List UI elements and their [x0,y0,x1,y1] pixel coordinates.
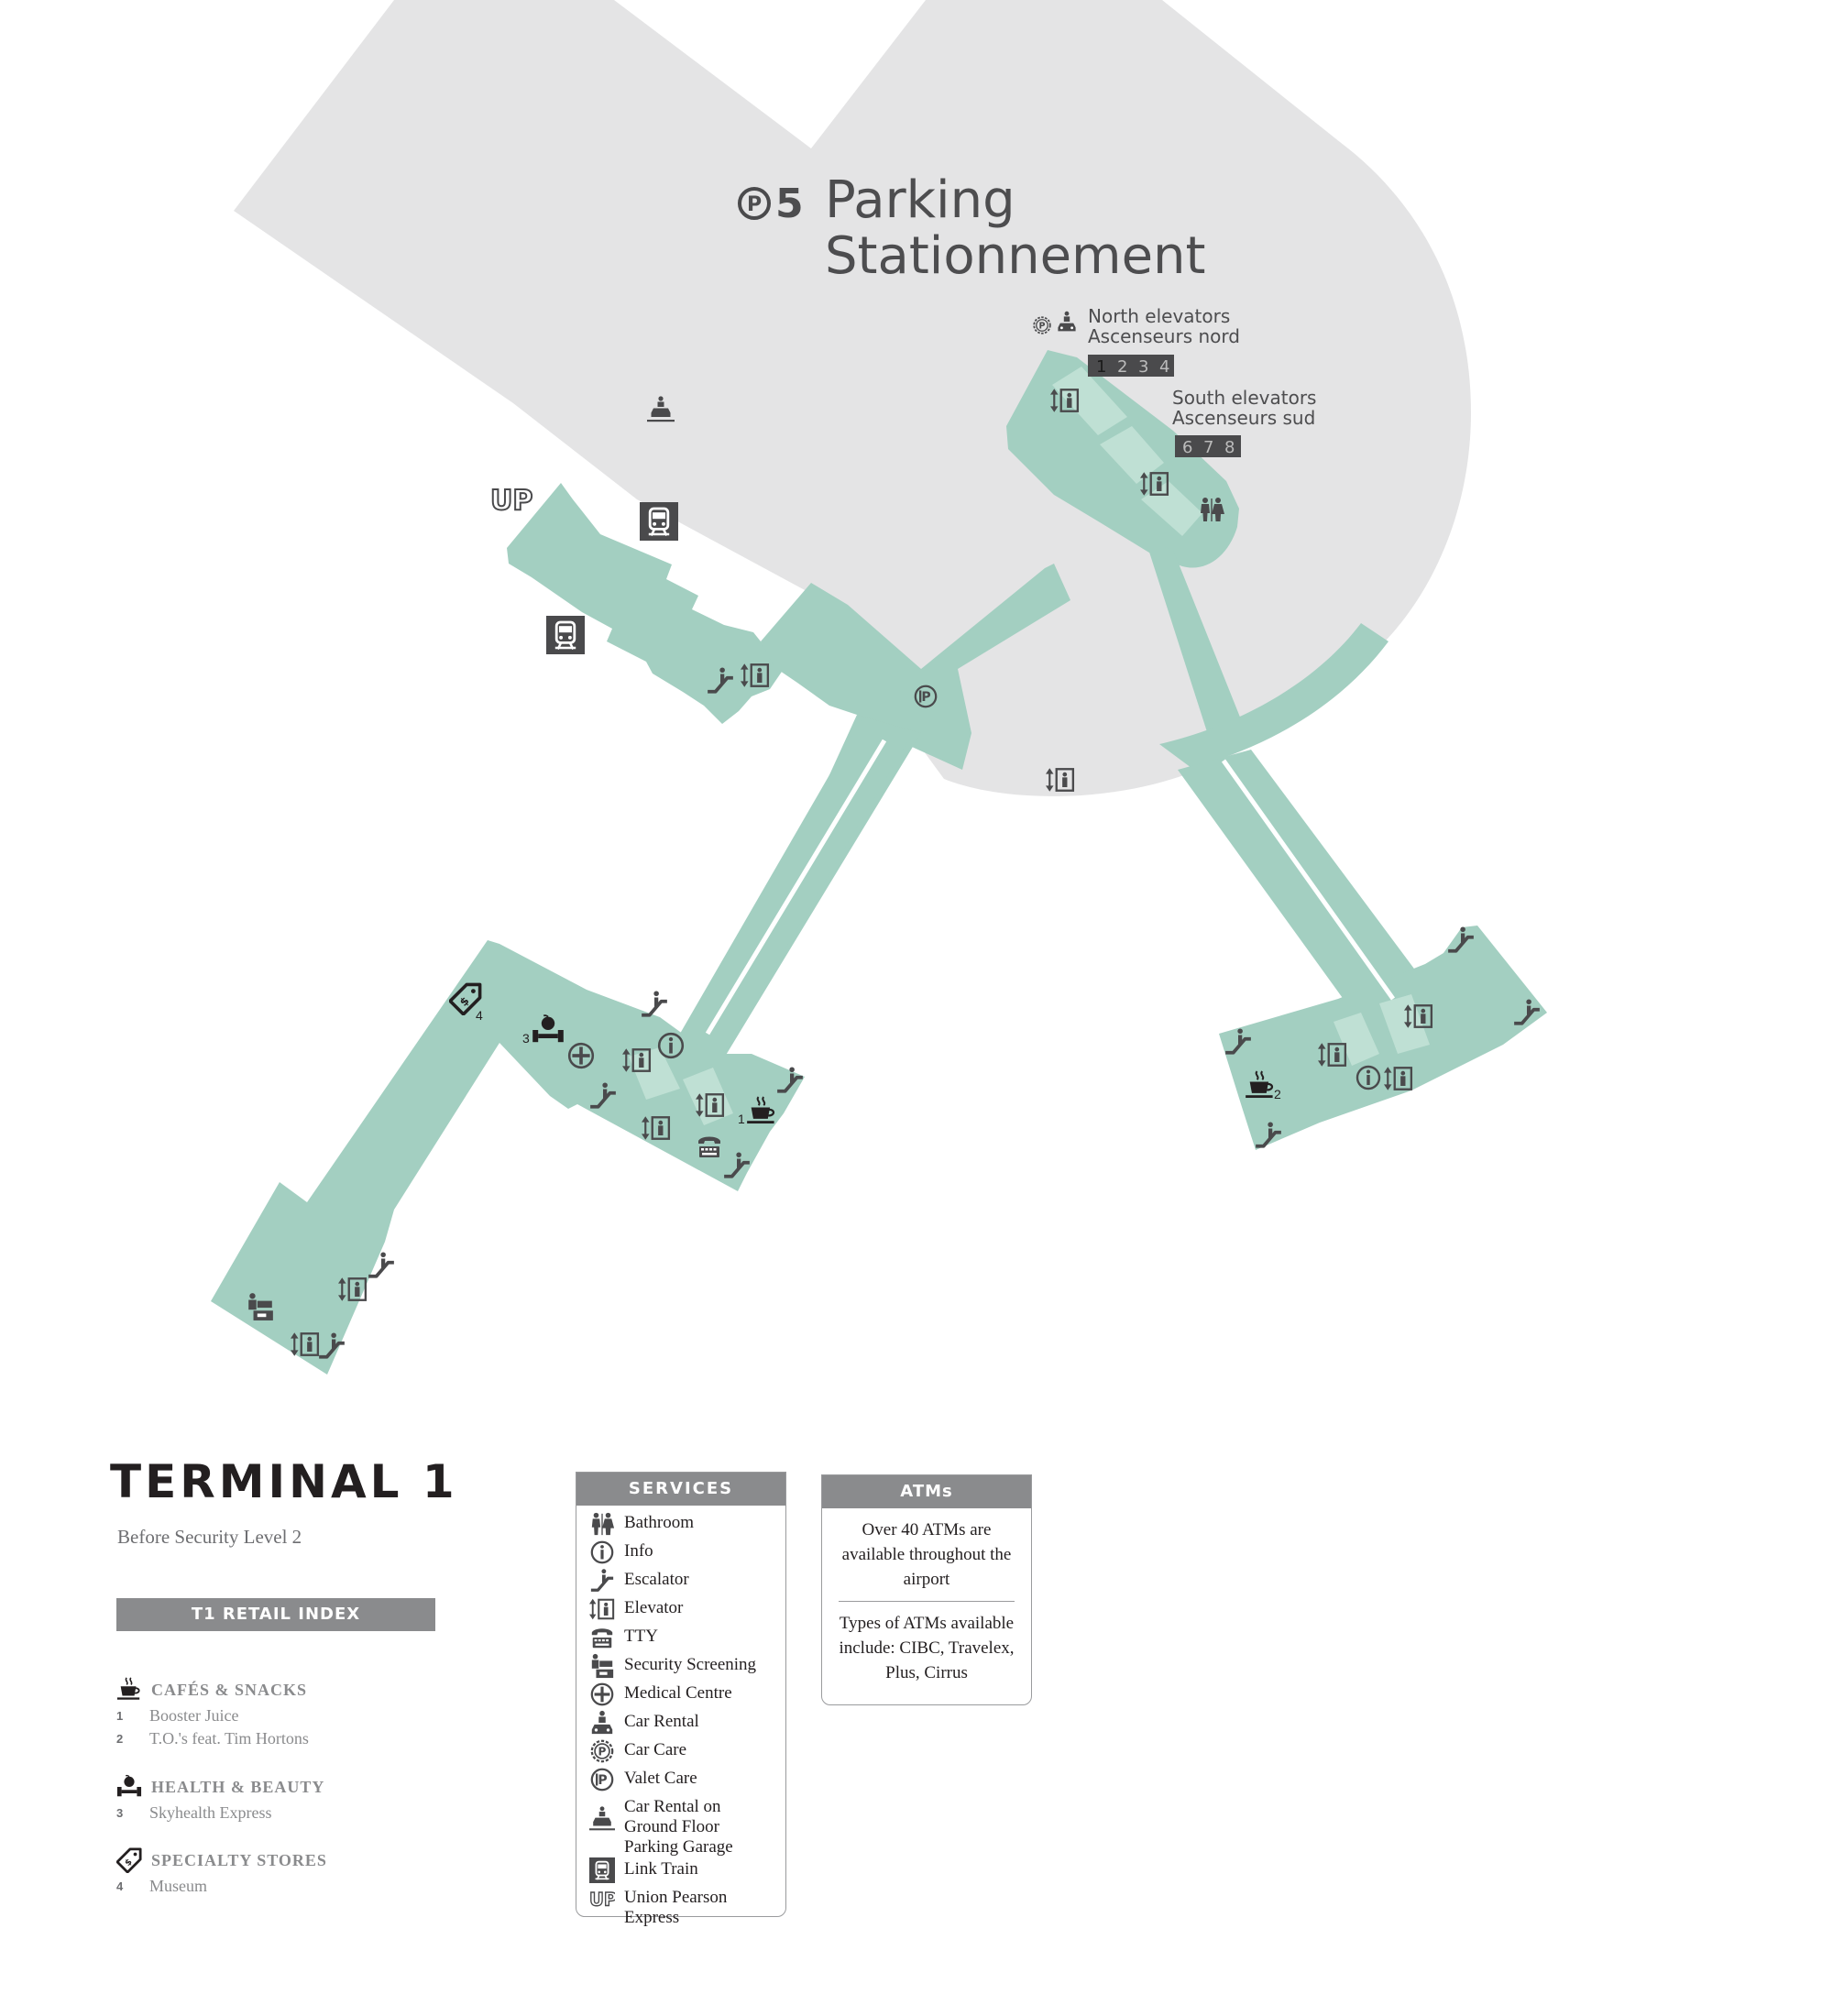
category-title: CAFÉS & SNACKS [151,1680,308,1699]
price-tag-icon [116,1847,142,1873]
parking-title-en: Parking [825,170,1015,230]
union-pearson-express-marker: UP [490,485,532,517]
medical-centre-icon [589,1682,615,1707]
services-legend: SERVICES Bathroom Info Escalator Elevato… [576,1472,786,1927]
category-title: SPECIALTY STORES [151,1850,327,1869]
legend-item: Escalator [589,1568,785,1596]
tty-icon [589,1625,615,1650]
svg-text:3: 3 [1138,357,1148,377]
south-elevator-numbers: 6 7 8 [1175,435,1241,457]
parking-garage-area [234,0,1471,796]
terminal-map: P P $ [211,0,1547,1375]
elevator-icon [589,1596,615,1622]
legend-item: Link Train [589,1857,785,1886]
svg-text:South elevators: South elevators [1172,387,1316,409]
north-elevators-label: North elevators Ascenseurs nord 1 2 3 4 [1033,305,1240,377]
atms-divider [839,1601,1015,1602]
parking-label: P 5 Parking Stationnement [738,170,1206,286]
legend-item: Valet Care [589,1767,785,1795]
svg-text:4: 4 [476,1008,483,1023]
link-train-icon [546,616,585,654]
svg-text:6: 6 [1182,438,1192,457]
svg-text:North elevators: North elevators [1088,305,1230,327]
atms-box: ATMs Over 40 ATMs are available througho… [821,1474,1032,1705]
link-train-icon [640,502,678,541]
svg-text:Ascenseurs nord: Ascenseurs nord [1088,325,1240,347]
bathroom-icon [589,1511,615,1537]
svg-text:4: 4 [1159,357,1169,377]
svg-text:1: 1 [738,1112,745,1126]
legend-item: Elevator [589,1596,785,1625]
retail-index-header: T1 RETAIL INDEX [116,1598,435,1631]
south-elevators-label: South elevators Ascenseurs sud 6 7 8 [1172,387,1316,457]
map-icons: 4 3 1 2 [248,388,1542,1359]
legend-item: Car Rental on Ground Floor Parking Garag… [589,1795,785,1857]
parking-p-icon [738,187,771,220]
page-title: TERMINAL 1 [110,1455,458,1508]
link-train-icon [589,1857,615,1883]
page-subtitle: Before Security Level 2 [117,1526,302,1548]
info-icon [589,1539,615,1565]
svg-text:2: 2 [1274,1087,1281,1101]
corridor-centerlines [705,739,1396,1035]
svg-text:3: 3 [522,1031,530,1046]
svg-text:P: P [747,193,762,216]
escalator-icon [640,990,669,1017]
category-title: HEALTH & BEAUTY [151,1777,325,1796]
atms-types-text: Types of ATMs available include: CIBC, T… [839,1614,1015,1682]
north-elevator-numbers: 1 2 3 4 [1088,355,1174,377]
car-rental-icon [589,1710,615,1736]
svg-text:1: 1 [1096,357,1106,377]
svg-text:8: 8 [1224,438,1235,457]
legend-item: Car Care [589,1738,785,1767]
escalator-icon [589,1568,615,1594]
parking-number: 5 [775,181,804,227]
atms-availability-text: Over 40 ATMs are available throughout th… [841,1520,1012,1589]
valet-care-icon [589,1767,615,1792]
legend-item: Car Rental [589,1710,785,1738]
security-screening-icon [589,1653,615,1679]
medical-centre-icon [567,1042,595,1069]
union-pearson-express-icon [589,1886,615,1912]
dumbbell-apple-icon [116,1774,142,1800]
atms-header: ATMs [822,1475,1031,1508]
legend-item: Bathroom [589,1511,785,1539]
svg-text:Ascenseurs sud: Ascenseurs sud [1172,407,1315,429]
parking-title-fr: Stationnement [825,226,1206,286]
legend-item: Medical Centre [589,1682,785,1710]
legend-item: Security Screening [589,1653,785,1682]
svg-text:7: 7 [1203,438,1213,457]
legend-item: Union Pearson Express [589,1886,785,1928]
legend-item: TTY [589,1625,785,1653]
legend-item: Info [589,1539,785,1568]
svg-text:2: 2 [1117,357,1127,377]
services-header: SERVICES [576,1473,785,1506]
car-care-icon [589,1738,615,1764]
coffee-cup-icon [116,1677,142,1703]
tty-icon [698,1136,720,1157]
car-rental-ground-icon [589,1806,615,1832]
